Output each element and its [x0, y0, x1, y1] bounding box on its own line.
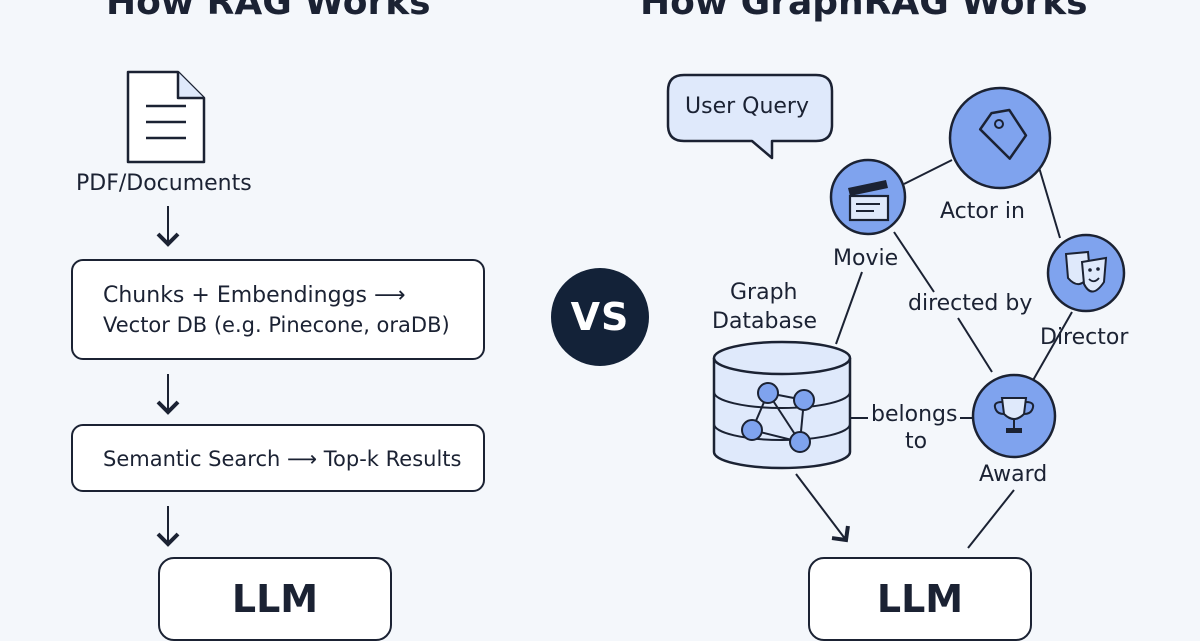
rag-llm-box: LLM [158, 557, 392, 641]
chunks-embeddings-box: Chunks + Embendinggs ⟶ Vector DB (e.g. P… [71, 259, 485, 360]
semantic-search-box: Semantic Search ⟶ Top-k Results [71, 424, 485, 492]
directed-by-label: directed by [908, 291, 1033, 316]
director-label: Director [1040, 325, 1129, 350]
graph-db-label-1: Graph [730, 280, 798, 305]
actor-node [948, 86, 1052, 190]
movie-node [829, 158, 907, 236]
diagram-canvas [126, 70, 1126, 549]
graphrag-llm-label: LLM [876, 577, 964, 621]
graphrag-title: How GraphRAG Works [640, 0, 1088, 23]
speech-bubble-icon [666, 73, 834, 160]
doc-label: PDF/Documents [76, 171, 252, 196]
director-node [1046, 233, 1126, 313]
step2-label: Semantic Search ⟶ Top-k Results [103, 447, 462, 471]
movie-label: Movie [833, 246, 899, 271]
vs-badge: VS [551, 268, 649, 366]
rag-llm-label: LLM [231, 577, 319, 621]
award-label: Award [979, 462, 1048, 487]
belongs-label: belongs [871, 402, 958, 427]
database-icon [712, 340, 852, 470]
trophy-icon [993, 397, 1035, 433]
step1-line2: Vector DB (e.g. Pinecone, oraDB) [103, 313, 450, 337]
graphrag-llm-box: LLM [808, 557, 1032, 641]
rag-title: How RAG Works [106, 0, 431, 23]
clapperboard-icon [848, 180, 890, 222]
actor-in-label: Actor in [940, 199, 1025, 224]
award-node [971, 373, 1057, 459]
tag-icon [978, 108, 1028, 160]
graph-db-label-2: Database [712, 309, 817, 334]
graph-edges [795, 159, 1073, 549]
user-query-label: User Query [685, 94, 809, 119]
to-label: to [905, 429, 928, 454]
document-icon [126, 70, 206, 164]
theater-masks-icon [1064, 250, 1108, 293]
step1-line1: Chunks + Embendinggs ⟶ [103, 283, 406, 308]
